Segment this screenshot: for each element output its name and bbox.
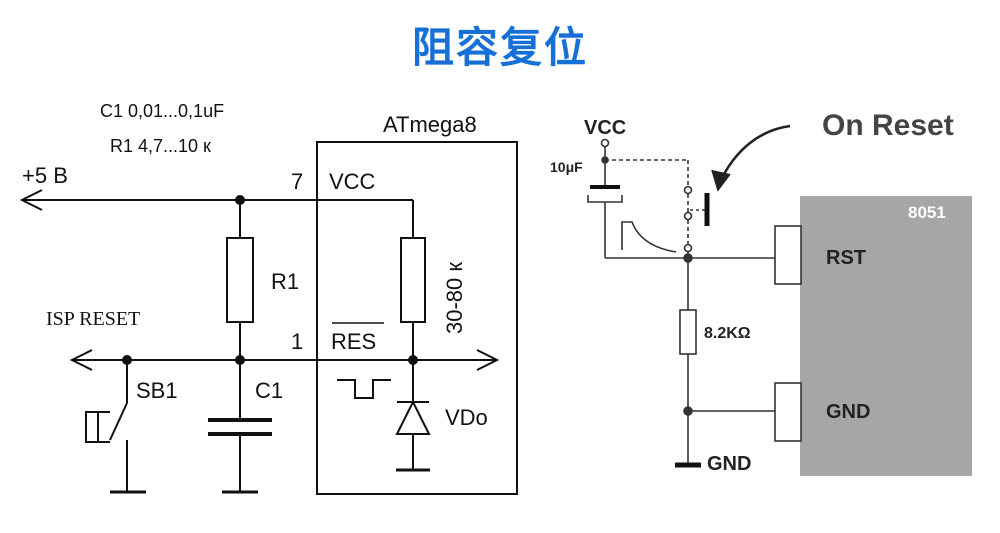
reset-pulse-symbol <box>337 379 391 399</box>
gnd-label: GND <box>707 453 751 475</box>
page-title: 阻容复位 <box>411 23 588 72</box>
pin-res-number: 1 <box>291 329 303 354</box>
resistor-8k2-label: 8.2KΩ <box>704 325 751 342</box>
isp-reset-label: ISP RESET <box>46 308 140 330</box>
atmega8-chip-outline <box>316 141 518 495</box>
rst-label: RST <box>826 247 866 269</box>
c1-label: C1 <box>255 378 283 403</box>
annotation-arrow <box>718 124 791 183</box>
r1-resistor <box>226 237 254 323</box>
isp-arrow <box>69 349 93 371</box>
pin-vcc-label: VCC <box>329 169 376 194</box>
chip-8051-label: 8051 <box>908 203 946 222</box>
sb1-switch <box>109 402 128 441</box>
r1-label: R1 <box>271 269 299 294</box>
gnd-pin-label: GND <box>826 401 870 423</box>
decay-waveform <box>621 221 677 253</box>
atmega8-label: ATmega8 <box>383 112 477 137</box>
pin-vcc-number: 7 <box>291 169 303 194</box>
supply-label: +5 В <box>22 163 68 188</box>
rst-pin <box>774 225 802 285</box>
vdo-label: VDo <box>445 405 488 430</box>
internal-resistor-label: 30-80 к <box>442 262 467 334</box>
params-line1: C1 0,01...0,1uF <box>100 101 224 121</box>
params-line2: R1 4,7...10 к <box>110 136 211 156</box>
supply-arrow <box>19 189 43 211</box>
gnd-pin <box>774 382 802 442</box>
right-circuit <box>587 124 802 468</box>
internal-resistor <box>400 237 426 323</box>
capacitor-label: 10μF <box>550 159 583 175</box>
left-circuit <box>19 141 518 495</box>
resistor-8k2 <box>679 309 697 355</box>
on-reset-label: On Reset <box>822 109 954 142</box>
cap-plate-bottom <box>587 195 623 203</box>
vdo-diode <box>395 399 431 435</box>
sb1-label: SB1 <box>136 378 178 403</box>
chip-8051 <box>800 196 972 476</box>
pin-res-label: RES <box>331 329 376 354</box>
vcc-label: VCC <box>584 117 626 139</box>
